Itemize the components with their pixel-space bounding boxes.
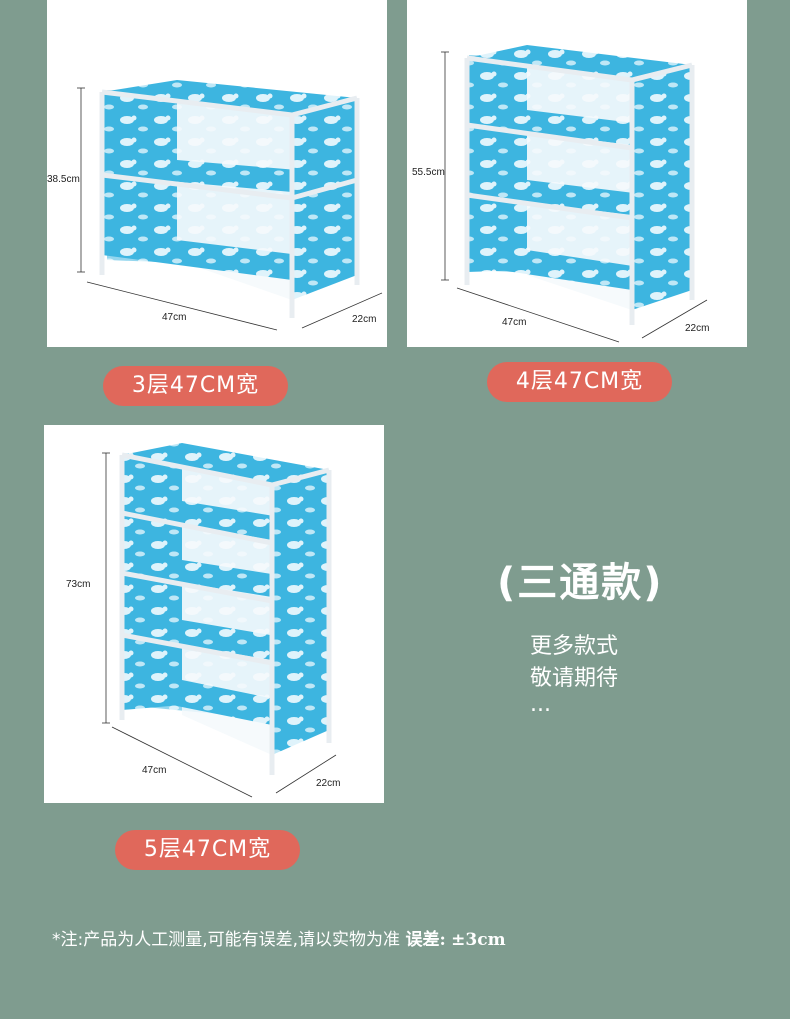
- product-label-3-tier: 3层47CM宽: [103, 366, 288, 406]
- error-value: ±3cm: [451, 930, 506, 950]
- error-label: 误差:: [405, 930, 446, 950]
- shoe-rack-3-tier-illustration: 38.5cm 47cm 22cm: [47, 80, 383, 331]
- product-image-3-tier: 38.5cm 47cm 22cm: [47, 0, 387, 347]
- headline-three-way-style: (三通款): [497, 560, 664, 606]
- shoe-rack-5-tier-illustration: 73cm 47cm 22cm: [66, 443, 340, 798]
- width-dim-label: 47cm: [162, 312, 186, 323]
- more-styles-line-1: 更多款式: [530, 634, 619, 659]
- product-image-5-tier: 73cm 47cm 22cm: [44, 425, 384, 803]
- depth-dim-label: 22cm: [316, 778, 340, 789]
- depth-dim-label: 22cm: [352, 314, 376, 325]
- more-styles-line-2: 敬请期待: [530, 666, 619, 691]
- note-text: *注:产品为人工测量,可能有误差,请以实物为准: [52, 930, 401, 950]
- product-label-4-tier: 4层47CM宽: [487, 362, 672, 402]
- product-image-4-tier: 55.5cm 47cm 22cm: [407, 0, 747, 347]
- measurement-note: *注:产品为人工测量,可能有误差,请以实物为准 误差: ±3cm: [52, 925, 506, 950]
- shoe-rack-4-tier-illustration: 55.5cm 47cm 22cm: [412, 45, 709, 343]
- depth-dim-label: 22cm: [685, 323, 709, 334]
- height-dim-label: 73cm: [66, 579, 90, 590]
- height-dim-label: 55.5cm: [412, 167, 445, 178]
- height-dim-label: 38.5cm: [47, 174, 80, 185]
- product-label-5-tier: 5层47CM宽: [115, 830, 300, 870]
- width-dim-label: 47cm: [502, 317, 526, 328]
- width-dim-label: 47cm: [142, 765, 166, 776]
- more-styles-ellipsis: ...: [530, 692, 551, 717]
